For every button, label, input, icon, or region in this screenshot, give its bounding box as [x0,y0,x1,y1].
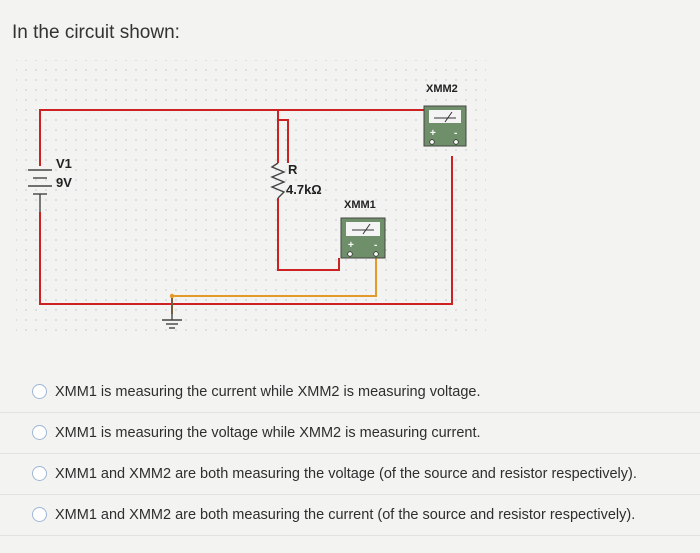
answer-option-2[interactable]: XMM1 is measuring the voltage while XMM2… [0,413,700,454]
resistor-name: R [288,162,298,177]
svg-text:-: - [374,240,377,251]
answer-option-4[interactable]: XMM1 and XMM2 are both measuring the cur… [0,495,700,536]
ground-junction [169,293,175,299]
answer-label: XMM1 is measuring the voltage while XMM2… [55,425,481,441]
circuit-diagram: V1 9V R 4.7kΩ XMM1 + - XMM2 + - [16,60,486,335]
resistor-value: 4.7kΩ [286,182,322,197]
svg-text:-: - [454,128,457,139]
answer-option-3[interactable]: XMM1 and XMM2 are both measuring the vol… [0,454,700,495]
answer-option-1[interactable]: XMM1 is measuring the current while XMM2… [0,372,700,413]
multimeter-xmm2: + - [423,105,467,147]
resistor-symbol [270,162,286,199]
answer-label: XMM1 is measuring the current while XMM2… [55,384,481,400]
radio-button[interactable] [32,384,47,399]
question-text: In the circuit shown: [12,22,180,43]
battery-symbol [28,169,52,212]
ground-symbol [162,296,182,329]
radio-button[interactable] [32,466,47,481]
source-name: V1 [56,156,72,171]
svg-text:+: + [430,128,436,139]
wire-red [39,109,453,305]
svg-text:+: + [348,240,354,251]
meter2-name: XMM2 [426,83,458,95]
meter1-name: XMM1 [344,199,376,211]
grid-background [16,60,486,335]
answer-label: XMM1 and XMM2 are both measuring the cur… [55,507,636,523]
source-value: 9V [56,175,72,190]
radio-button[interactable] [32,425,47,440]
radio-button[interactable] [32,507,47,522]
answer-options: XMM1 is measuring the current while XMM2… [0,372,700,536]
answer-label: XMM1 and XMM2 are both measuring the vol… [55,466,637,482]
multimeter-xmm1: + - [340,217,386,259]
